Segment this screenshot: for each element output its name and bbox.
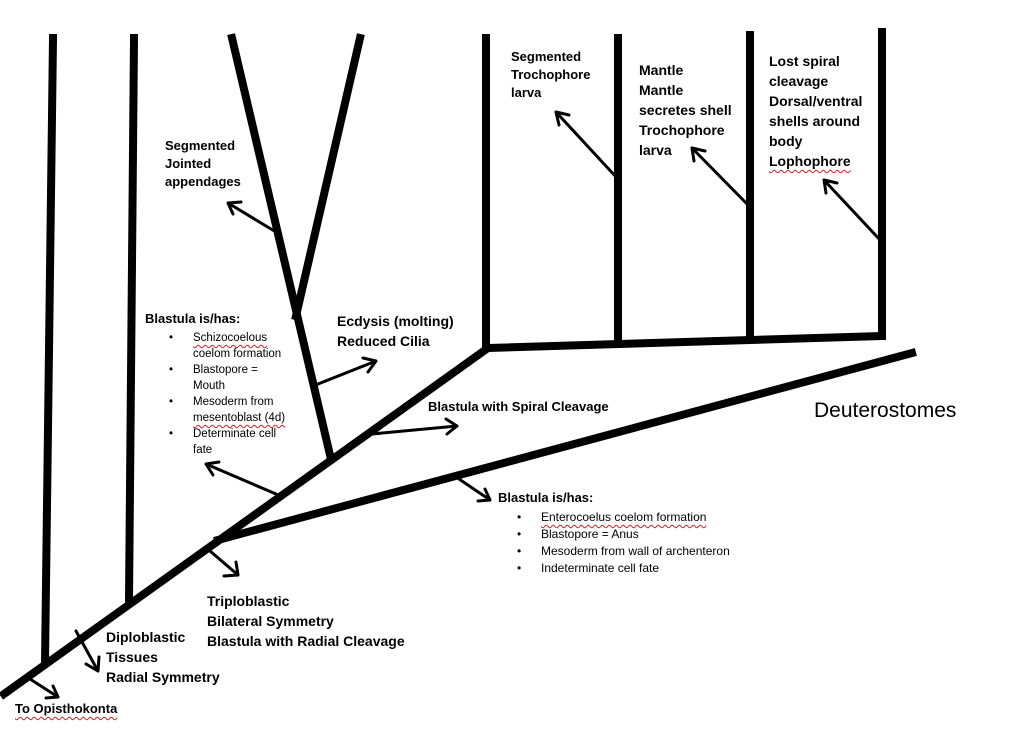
label-line: Mantle xyxy=(639,62,684,78)
label-mollusc: Mantle Mantle secretes shell Trochophore… xyxy=(639,60,732,160)
label-line: larva xyxy=(511,85,542,100)
label-diploblastic: Diploblastic Tissues Radial Symmetry xyxy=(106,627,220,687)
label-to-opisthokonta: To Opisthokonta xyxy=(15,700,117,718)
list-item: Blastopore =Mouth xyxy=(165,362,285,394)
label-line: appendages xyxy=(165,174,241,189)
deuterostome-blastula-list: Enterocoelus coelom formation Blastopore… xyxy=(513,509,730,577)
arrow-mollusc xyxy=(690,146,751,208)
label-text: Blastula with Spiral Cleavage xyxy=(428,399,609,414)
label-deuterostome-blastula: Blastula is/has: Enterocoelus coelom for… xyxy=(498,489,730,577)
blastula-heading: Blastula is/has: xyxy=(145,311,241,326)
label-line: body xyxy=(769,133,803,149)
label-line: secretes shell xyxy=(639,102,732,118)
arrow-annelid xyxy=(554,110,619,180)
label-line: Tissues xyxy=(106,649,158,665)
label-spiral-cleavage: Blastula with Spiral Cleavage xyxy=(428,398,609,416)
label-line: Lophophore xyxy=(769,153,851,169)
label-triploblastic: Triploblastic Bilateral Symmetry Blastul… xyxy=(207,591,405,651)
label-line: Ecdysis (molting) xyxy=(337,313,454,329)
label-lophophorate: Lost spiral cleavage Dorsal/ventral shel… xyxy=(769,51,862,171)
label-line: Bilateral Symmetry xyxy=(207,613,334,629)
label-line: larva xyxy=(639,142,672,158)
label-line: Trochophore xyxy=(511,67,591,82)
arrow-protostome-blastula xyxy=(204,460,278,496)
arthropod-branch xyxy=(291,33,365,321)
arrow-deuterostome-blastula xyxy=(457,477,492,503)
arrow-ecdysis xyxy=(316,356,378,386)
list-item: Indeterminate cell fate xyxy=(513,560,730,577)
arrow-to-opisthokonta xyxy=(28,677,60,700)
arrow-triploblastic xyxy=(208,549,240,578)
triploblast-sidebranch xyxy=(124,33,139,605)
label-deuterostomes: Deuterostomes xyxy=(814,399,956,423)
deuterostome-branch xyxy=(213,348,917,545)
label-line: Radial Symmetry xyxy=(106,669,220,685)
list-item: Mesoderm from wall of archenteron xyxy=(513,543,730,560)
list-item: Blastopore = Anus xyxy=(513,526,730,543)
blastula-heading: Blastula is/has: xyxy=(498,490,594,505)
label-segmented-jointed: Segmented Jointed appendages xyxy=(165,137,241,191)
label-line: Triploblastic xyxy=(207,593,290,609)
ecdysozoa-branch xyxy=(227,33,335,460)
label-line: cleavage xyxy=(769,73,829,89)
label-line: Lost spiral xyxy=(769,53,840,69)
arrow-diploblastic xyxy=(74,629,101,673)
label-text: To Opisthokonta xyxy=(15,701,118,716)
label-line: Trochophore xyxy=(639,122,725,138)
arrow-spiral-cleavage xyxy=(370,417,459,436)
label-line: shells around xyxy=(769,113,861,129)
main-trunk xyxy=(0,342,494,700)
label-line: Jointed xyxy=(165,156,212,171)
label-text: Deuterostomes xyxy=(814,399,957,422)
list-item: Enterocoelus coelom formation xyxy=(513,509,730,526)
arrow-lophophorate xyxy=(822,178,883,243)
label-line: Segmented xyxy=(511,49,582,64)
label-ecdysis: Ecdysis (molting) Reduced Cilia xyxy=(337,311,454,351)
arrow-segmented-jointed xyxy=(226,200,278,234)
label-annelid: Segmented Trochophore larva xyxy=(511,48,590,102)
label-line: Mantle xyxy=(639,82,684,98)
diploblast-branch xyxy=(40,33,58,667)
label-line: Reduced Cilia xyxy=(337,333,430,349)
label-line: Diploblastic xyxy=(106,629,186,645)
label-line: Blastula with Radial Cleavage xyxy=(207,633,405,649)
label-line: Segmented xyxy=(165,138,236,153)
lophotrochozoa-base xyxy=(483,331,887,353)
label-line: Dorsal/ventral xyxy=(769,93,863,109)
